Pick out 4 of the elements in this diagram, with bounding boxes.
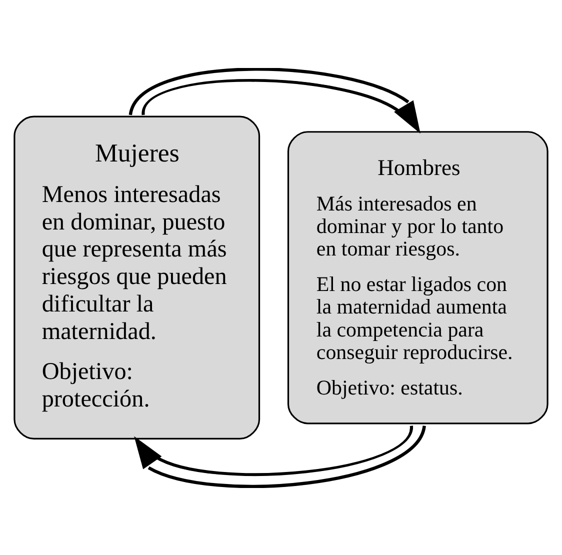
arrow (128, 68, 420, 134)
node-box: Mujeres Menos interesadas en dominar, puesto que representa más riesgos que pueden dificultar la maternidad. Objetivo: protección. (14, 115, 260, 439)
arrow (134, 424, 426, 488)
node-box: Hombres Más interesados en dominar y por lo tanto en tomar riesgos. El no estar ligados con la maternidad aumenta la competencia para conseguir reproducirse. Objetivo: estatus. (287, 130, 548, 424)
